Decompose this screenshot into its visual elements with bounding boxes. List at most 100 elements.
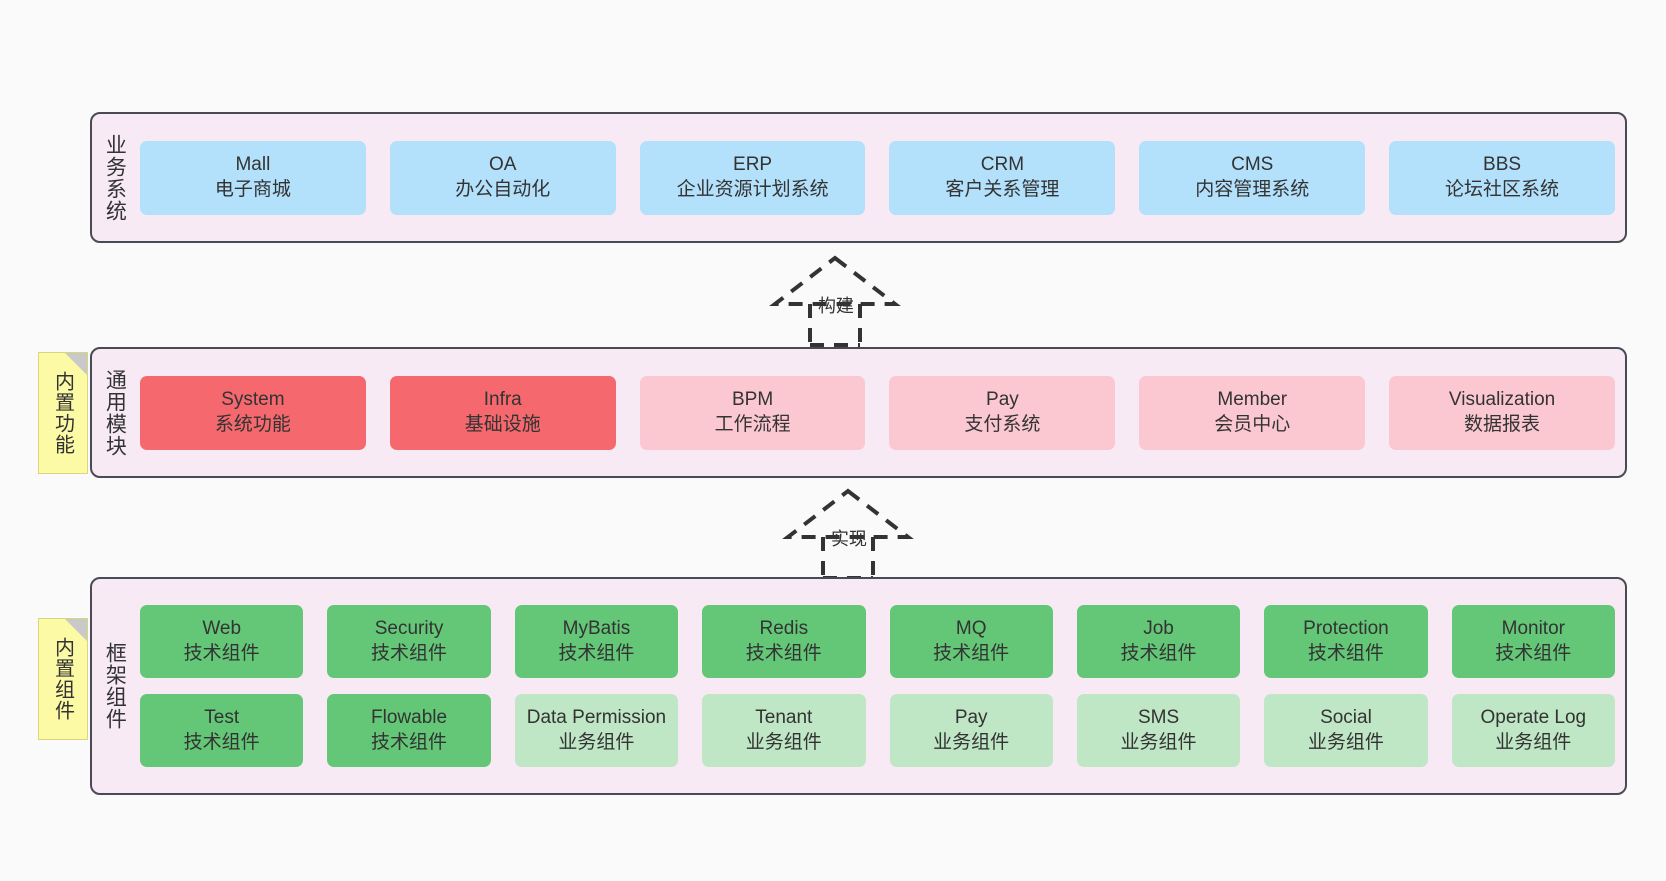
module-card-desc: 论坛社区系统 xyxy=(1445,178,1560,200)
module-card-oa[interactable]: OA 办公自动化 xyxy=(389,140,616,215)
layer-title-common-module: 通用模块 xyxy=(103,368,127,457)
module-card-web[interactable]: Web 技术组件 xyxy=(140,605,304,678)
module-card-protection[interactable]: Protection 技术组件 xyxy=(1264,605,1428,678)
module-card-name: Job xyxy=(1143,618,1174,640)
module-card-member[interactable]: Member 会员中心 xyxy=(1139,375,1366,450)
layer-title-framework-component: 框架组件 xyxy=(103,642,127,730)
connector-build: 构建 xyxy=(755,252,915,347)
module-card-test[interactable]: Test 技术组件 xyxy=(140,694,304,767)
module-card-mq[interactable]: MQ 技术组件 xyxy=(889,605,1053,678)
layer-row: Mall 电子商城 OA 办公自动化 ERP 企业资源计划系统 CRM 客户关系… xyxy=(140,140,1615,215)
module-card-job[interactable]: Job 技术组件 xyxy=(1076,605,1241,678)
module-card-desc: 企业资源计划系统 xyxy=(676,178,829,200)
module-card-desc: 技术组件 xyxy=(1120,642,1197,664)
module-card-name: BBS xyxy=(1483,154,1522,176)
module-card-desc: 业务组件 xyxy=(933,731,1010,753)
module-card-crm[interactable]: CRM 客户关系管理 xyxy=(889,140,1116,215)
module-card-name: Redis xyxy=(759,618,809,640)
module-card-desc: 业务组件 xyxy=(1120,731,1197,753)
module-card-desc: 数据报表 xyxy=(1464,413,1541,435)
module-card-name: CMS xyxy=(1231,154,1274,176)
note-builtin-component: 内置组件 xyxy=(38,618,88,740)
module-card-name: Social xyxy=(1320,707,1372,729)
module-card-data-permission[interactable]: Data Permission 业务组件 xyxy=(514,694,679,767)
module-card-desc: 内容管理系统 xyxy=(1195,178,1310,200)
layer-business-system: 业务系统 Mall 电子商城 OA 办公自动化 ERP 企业资源计划系统 CRM… xyxy=(90,112,1627,243)
module-card-desc: 业务组件 xyxy=(745,731,822,753)
module-card-name: Operate Log xyxy=(1480,707,1587,729)
module-card-name: Data Permission xyxy=(526,707,667,729)
note-fold-corner-icon xyxy=(65,619,87,641)
module-card-desc: 基础设施 xyxy=(464,413,541,435)
module-card-name: Pay xyxy=(954,707,988,729)
module-card-name: Member xyxy=(1217,389,1288,411)
module-card-desc: 会员中心 xyxy=(1214,413,1291,435)
module-card-desc: 系统功能 xyxy=(214,413,291,435)
module-card-name: Test xyxy=(204,707,240,729)
module-card-desc: 技术组件 xyxy=(371,731,448,753)
note-label: 内置功能 xyxy=(51,371,74,455)
module-card-name: MQ xyxy=(955,618,987,640)
module-card-name: BPM xyxy=(731,389,774,411)
module-card-mall[interactable]: Mall 电子商城 xyxy=(140,140,366,215)
dashed-generalization-arrow-icon xyxy=(769,255,901,347)
module-card-cms[interactable]: CMS 内容管理系统 xyxy=(1139,140,1366,215)
module-card-desc: 业务组件 xyxy=(558,731,635,753)
module-card-name: OA xyxy=(489,154,517,176)
module-card-desc: 技术组件 xyxy=(1307,642,1384,664)
module-card-social[interactable]: Social 业务组件 xyxy=(1264,694,1428,767)
module-card-name: Pay xyxy=(986,389,1019,411)
module-card-redis[interactable]: Redis 技术组件 xyxy=(702,605,866,678)
module-card-system[interactable]: System 系统功能 xyxy=(140,375,366,450)
module-card-name: Visualization xyxy=(1448,389,1556,411)
module-card-name: System xyxy=(221,389,285,411)
dashed-generalization-arrow-icon xyxy=(782,488,914,580)
module-card-desc: 技术组件 xyxy=(183,642,260,664)
layer-body-common-module: System 系统功能 Infra 基础设施 BPM 工作流程 Pay 支付系统… xyxy=(136,349,1625,476)
layer-body-framework-component: Web 技术组件 Security 技术组件 MyBatis 技术组件 Redi… xyxy=(136,579,1625,793)
module-card-flowable[interactable]: Flowable 技术组件 xyxy=(327,694,491,767)
module-card-desc: 支付系统 xyxy=(964,413,1041,435)
module-card-tenant[interactable]: Tenant 业务组件 xyxy=(702,694,866,767)
module-card-name: Mall xyxy=(235,154,271,176)
layer-framework-component: 框架组件 Web 技术组件 Security 技术组件 MyBatis 技术组件… xyxy=(90,577,1627,795)
module-card-name: ERP xyxy=(733,154,773,176)
module-card-monitor[interactable]: Monitor 技术组件 xyxy=(1451,605,1615,678)
module-card-name: SMS xyxy=(1137,707,1180,729)
layer-row: Test 技术组件 Flowable 技术组件 Data Permission … xyxy=(140,694,1615,767)
module-card-name: CRM xyxy=(980,154,1025,176)
module-card-desc: 工作流程 xyxy=(714,413,791,435)
note-fold-corner-icon xyxy=(65,353,87,375)
module-card-desc: 技术组件 xyxy=(558,642,635,664)
module-card-bpm[interactable]: BPM 工作流程 xyxy=(639,375,866,450)
note-builtin-function: 内置功能 xyxy=(38,352,88,474)
module-card-name: Tenant xyxy=(755,707,813,729)
module-card-name: Flowable xyxy=(371,707,448,729)
connector-implement: 实现 xyxy=(768,485,928,580)
module-card-operate-log[interactable]: Operate Log 业务组件 xyxy=(1451,694,1615,767)
module-card-erp[interactable]: ERP 企业资源计划系统 xyxy=(639,140,866,215)
module-card-bbs[interactable]: BBS 论坛社区系统 xyxy=(1389,140,1615,215)
module-card-desc: 技术组件 xyxy=(745,642,822,664)
module-card-infra[interactable]: Infra 基础设施 xyxy=(389,375,616,450)
connector-label-implement: 实现 xyxy=(831,529,867,549)
module-card-desc: 电子商城 xyxy=(214,178,291,200)
layer-body-business-system: Mall 电子商城 OA 办公自动化 ERP 企业资源计划系统 CRM 客户关系… xyxy=(136,114,1625,241)
module-card-desc: 办公自动化 xyxy=(455,178,551,200)
module-card-pay-business[interactable]: Pay 业务组件 xyxy=(889,694,1053,767)
module-card-name: Security xyxy=(374,618,444,640)
module-card-visualization[interactable]: Visualization 数据报表 xyxy=(1389,375,1615,450)
module-card-sms[interactable]: SMS 业务组件 xyxy=(1076,694,1241,767)
layer-common-module: 通用模块 System 系统功能 Infra 基础设施 BPM 工作流程 Pay… xyxy=(90,347,1627,478)
module-card-name: Infra xyxy=(483,389,522,411)
module-card-security[interactable]: Security 技术组件 xyxy=(327,605,491,678)
module-card-mybatis[interactable]: MyBatis 技术组件 xyxy=(514,605,679,678)
module-card-desc: 技术组件 xyxy=(371,642,448,664)
module-card-desc: 客户关系管理 xyxy=(945,178,1060,200)
module-card-desc: 业务组件 xyxy=(1495,731,1572,753)
module-card-pay[interactable]: Pay 支付系统 xyxy=(889,375,1116,450)
module-card-name: Web xyxy=(202,618,242,640)
note-label: 内置组件 xyxy=(51,637,74,721)
module-card-desc: 技术组件 xyxy=(933,642,1010,664)
